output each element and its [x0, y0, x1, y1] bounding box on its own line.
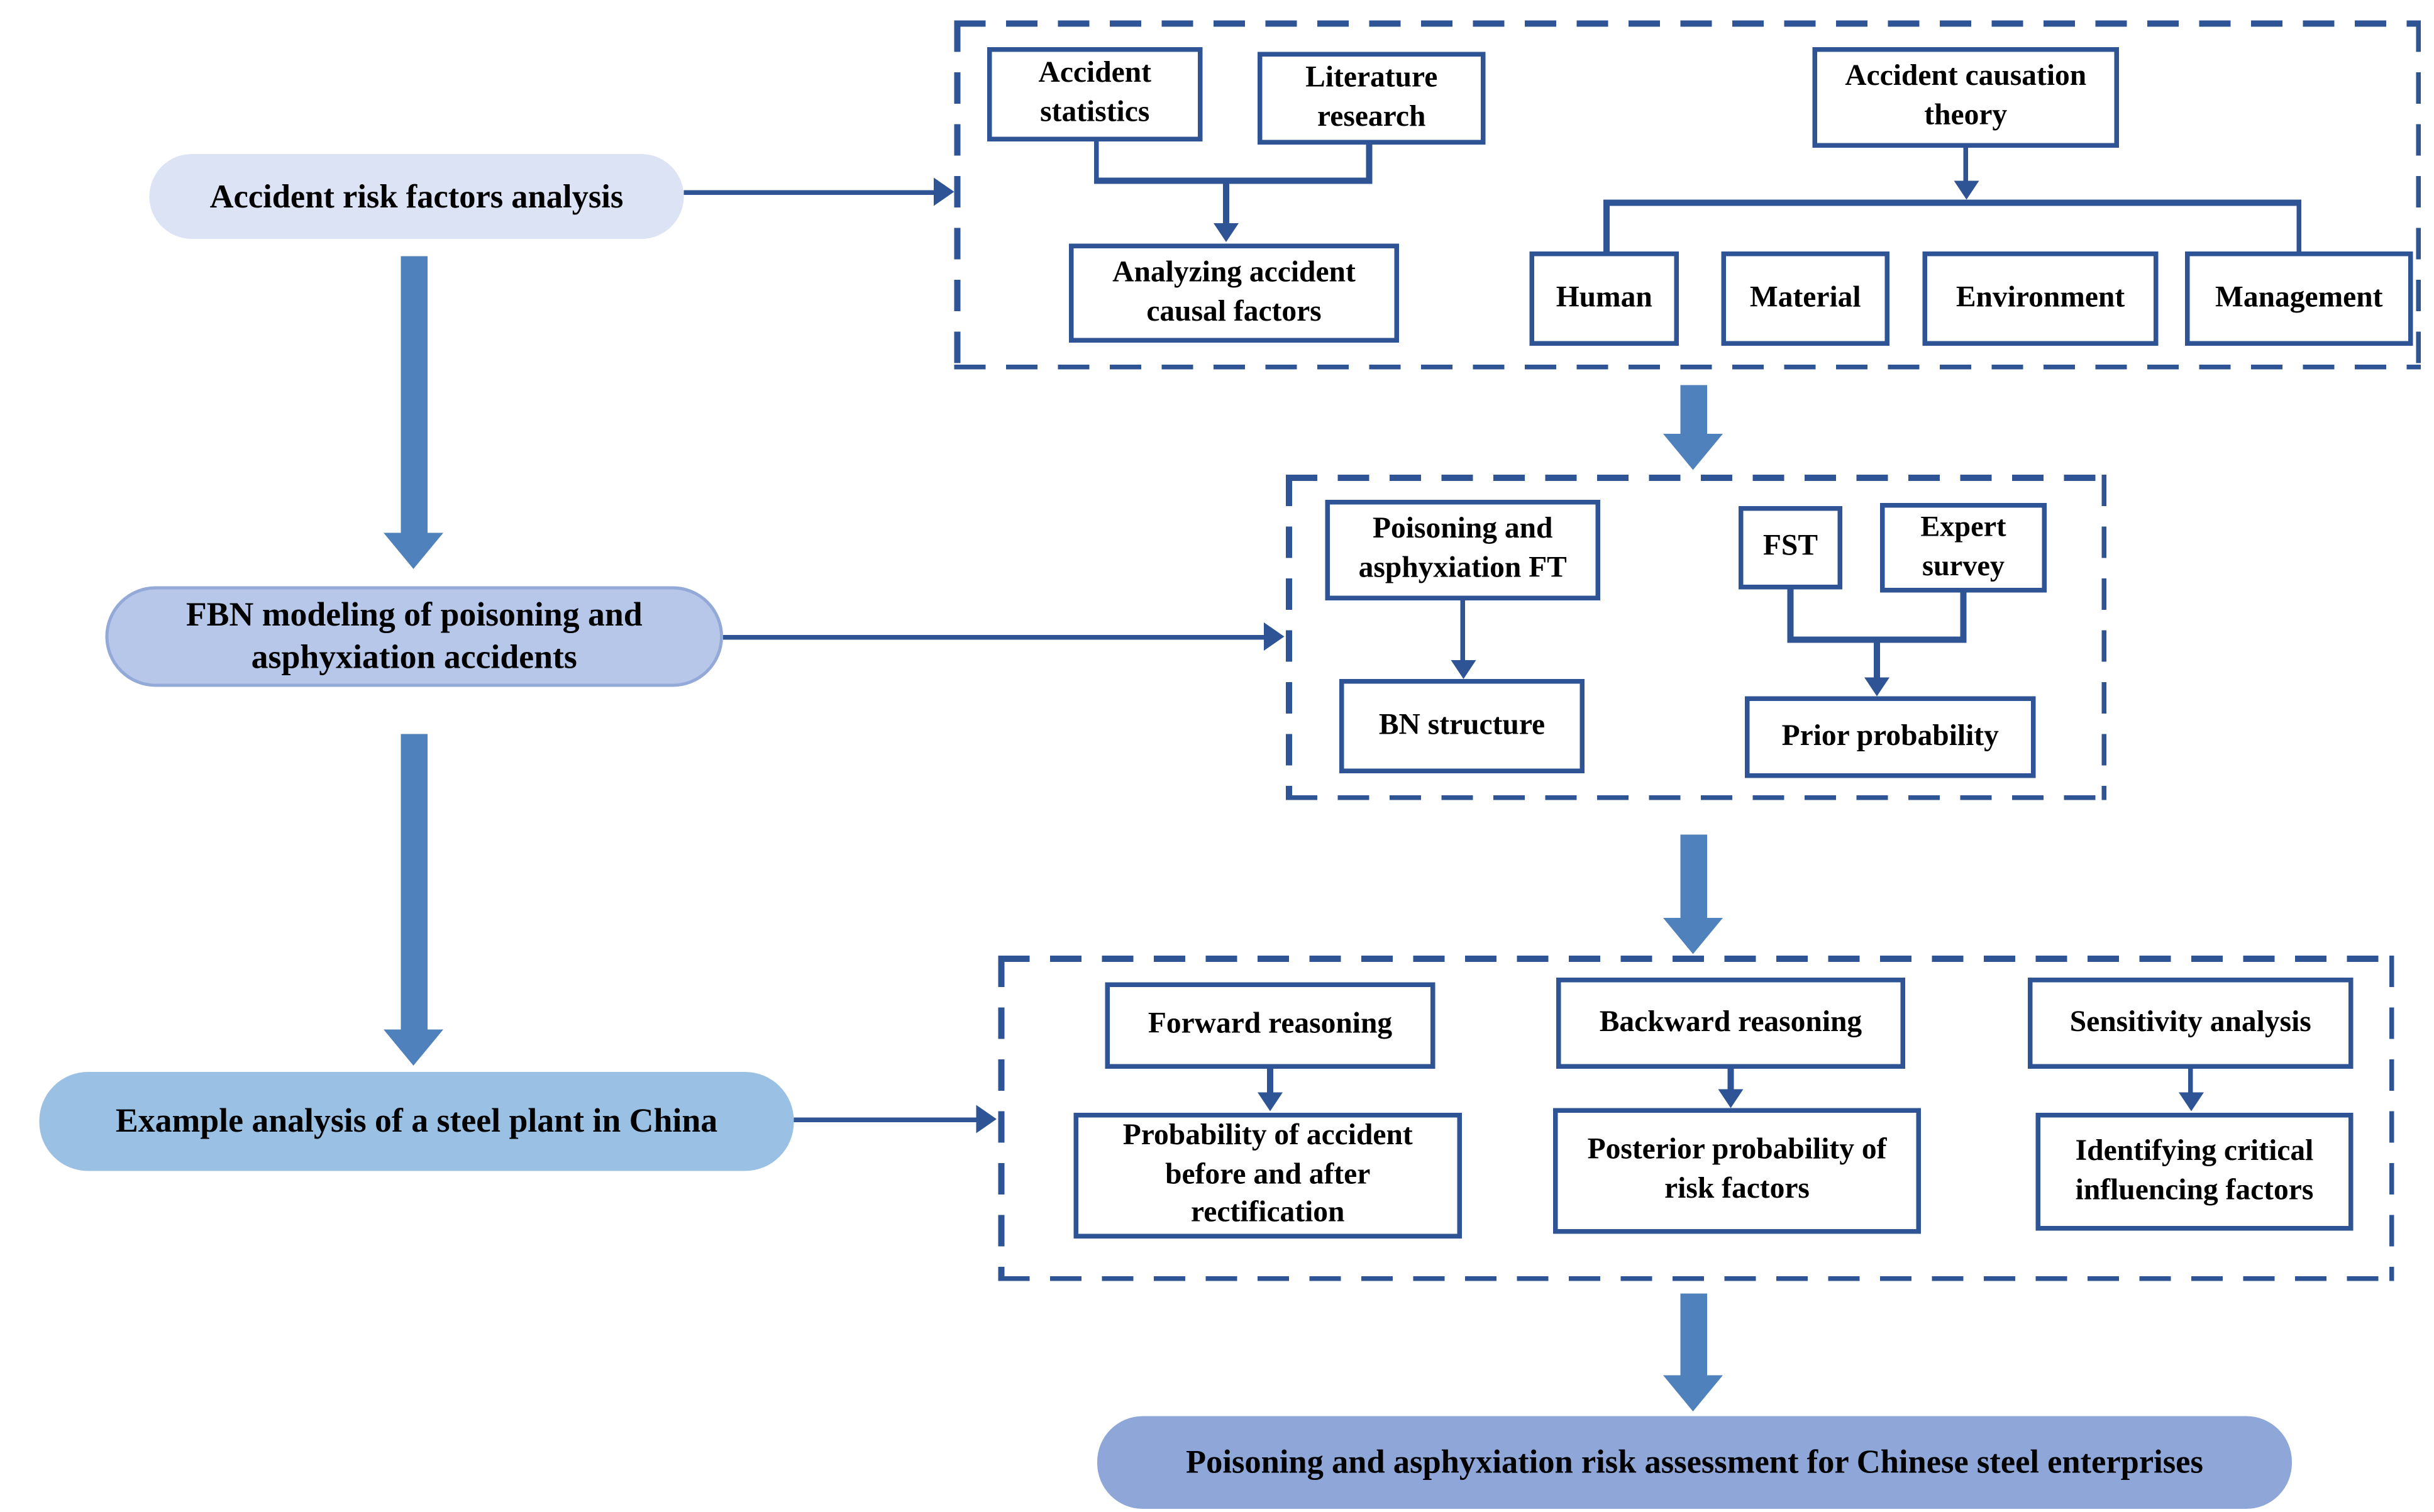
result-pill-risk-assessment: Poisoning and asphyxiation risk assessme… — [1097, 1416, 2292, 1509]
arrow-shaft — [400, 256, 427, 533]
connector-stage3-to-panel3 — [794, 1117, 976, 1122]
arrowhead-down-icon — [1864, 677, 1889, 697]
arrow-shaft — [1679, 834, 1707, 918]
identifying-critical-factors-box: Identifying critical influencing factors — [2035, 1113, 2354, 1231]
connector-sensitivity-down — [2188, 1069, 2194, 1094]
connector-ft-to-bn — [1459, 600, 1466, 660]
arrowhead-down-icon — [1258, 1092, 1283, 1112]
management-box: Management — [2185, 251, 2413, 346]
arrow-shaft — [1679, 1293, 1707, 1376]
backward-reasoning-box: Backward reasoning — [1556, 978, 1905, 1069]
panel1-border-right — [2415, 20, 2421, 370]
connector-forward-down — [1267, 1069, 1273, 1094]
arrowhead-down-icon — [1213, 223, 1239, 242]
material-box: Material — [1721, 251, 1889, 346]
analyzing-causal-factors-box: Analyzing accident causal factors — [1069, 243, 1399, 343]
connector-literature-down — [1366, 145, 1372, 179]
literature-research-box: Literature research — [1258, 52, 1486, 145]
panel2-border-top — [1286, 475, 2106, 480]
arrowhead-down-icon — [2177, 1092, 2203, 1112]
prior-probability-box: Prior probability — [1745, 696, 2036, 778]
panel2-border-right — [2101, 475, 2106, 800]
panel1-border-bottom — [954, 363, 2421, 370]
panel2-border-bottom — [1286, 794, 2106, 800]
connector-stage1-to-panel1 — [683, 189, 934, 195]
panel1-border-left — [954, 20, 960, 370]
connector-backward-down — [1728, 1069, 1734, 1091]
connector-expert-down — [1961, 592, 1966, 637]
connector-branch-horizontal — [1603, 199, 2301, 206]
connector-merge-down — [1223, 182, 1229, 225]
arrowhead-down-icon — [1718, 1089, 1744, 1108]
fst-box: FST — [1739, 506, 1842, 590]
panel3-border-bottom — [998, 1275, 2394, 1281]
forward-reasoning-box: Forward reasoning — [1105, 982, 1436, 1069]
connector-branch-to-management — [2296, 199, 2301, 251]
connector-statistics-down — [1093, 141, 1099, 179]
panel3-border-right — [2388, 956, 2394, 1281]
connector-branch-to-human — [1603, 199, 1609, 251]
human-box: Human — [1529, 251, 1679, 346]
panel1-border-top — [954, 20, 2421, 26]
arrow-head-icon — [1663, 434, 1723, 470]
stage3-pill-example-analysis: Example analysis of a steel plant in Chi… — [39, 1072, 794, 1171]
arrowhead-down-icon — [1450, 660, 1476, 679]
stage1-pill-accident-risk-factors-analysis: Accident risk factors analysis — [149, 154, 684, 239]
environment-box: Environment — [1922, 251, 2159, 346]
arrow-head-icon — [1663, 1375, 1723, 1411]
block-arrow-panel2-to-panel3 — [1663, 834, 1723, 954]
connector-merge-to-prior — [1874, 636, 1880, 678]
block-arrow-panel1-to-panel2 — [1663, 385, 1723, 470]
connector-causation-down — [1962, 148, 1969, 182]
arrowhead-down-icon — [1953, 180, 1979, 200]
block-arrow-stage1-to-stage2 — [384, 256, 443, 569]
panel3-border-top — [998, 956, 2394, 961]
expert-survey-box: Expert survey — [1880, 503, 2047, 593]
arrowhead-right-icon — [976, 1105, 997, 1134]
posterior-probability-box: Posterior probability of risk factors — [1553, 1108, 1921, 1234]
block-arrow-panel3-to-result — [1663, 1293, 1723, 1411]
stage2-pill-fbn-modeling: FBN modeling of poisoning and asphyxiati… — [105, 586, 723, 687]
poisoning-asphyxiation-ft-box: Poisoning and asphyxiation FT — [1325, 500, 1600, 600]
arrow-shaft — [1679, 385, 1707, 434]
probability-before-after-box: Probability of accident before and after… — [1073, 1113, 1462, 1239]
connector-stage2-to-panel2 — [723, 634, 1264, 640]
arrow-head-icon — [384, 1029, 443, 1066]
arrow-head-icon — [1663, 918, 1723, 954]
panel3-border-left — [998, 956, 1004, 1281]
accident-statistics-box: Accident statistics — [987, 47, 1203, 141]
connector-merge-horizontal — [1093, 177, 1372, 184]
arrow-head-icon — [384, 533, 443, 569]
block-arrow-stage2-to-stage3 — [384, 734, 443, 1066]
connector-fst-down — [1788, 589, 1793, 637]
arrowhead-right-icon — [934, 177, 954, 206]
accident-causation-theory-box: Accident causation theory — [1812, 47, 2119, 148]
bn-structure-box: BN structure — [1339, 679, 1585, 773]
sensitivity-analysis-box: Sensitivity analysis — [2028, 978, 2354, 1069]
arrow-shaft — [400, 734, 427, 1030]
arrowhead-right-icon — [1264, 622, 1285, 651]
panel2-border-left — [1286, 475, 1292, 800]
